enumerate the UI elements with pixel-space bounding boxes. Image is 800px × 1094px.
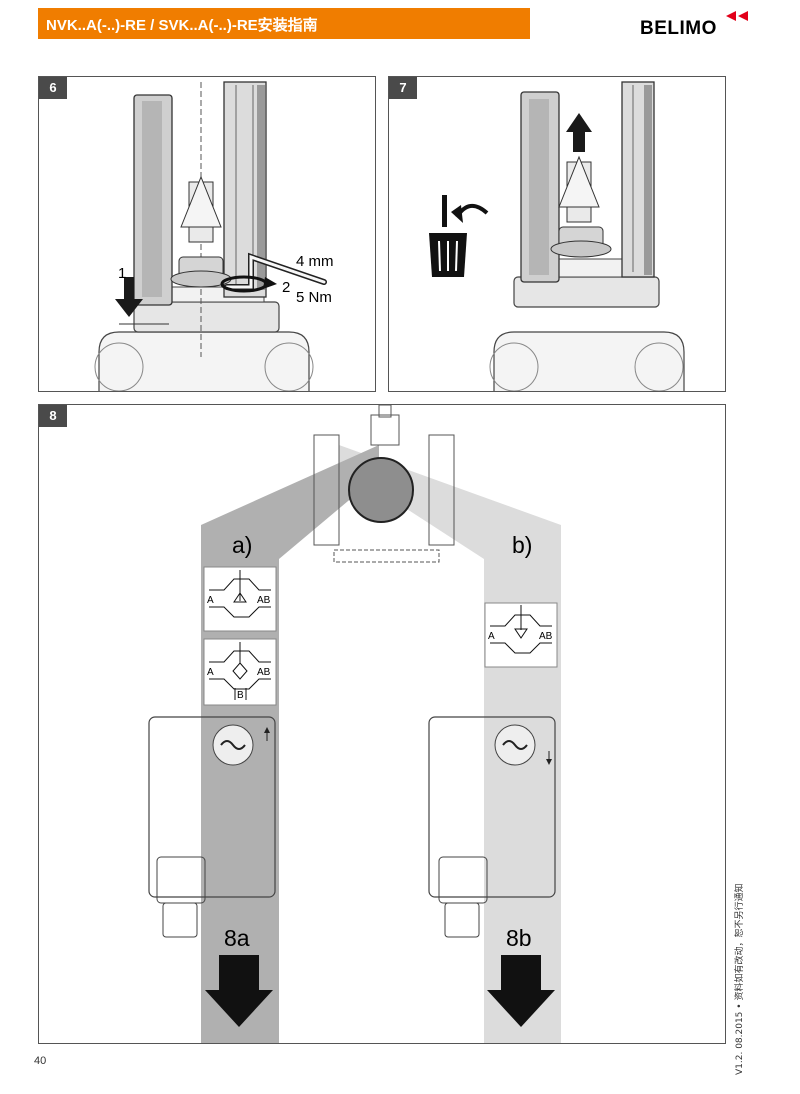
logo-mark-icon bbox=[726, 11, 748, 21]
step-6-illustration bbox=[94, 81, 327, 391]
step-7-illustration bbox=[429, 81, 685, 391]
torque-label: 5 Nm bbox=[296, 289, 332, 306]
page-number: 40 bbox=[34, 1055, 47, 1067]
belimo-logo: BELIMO bbox=[640, 8, 760, 39]
step-8-panel: 8 a) b) A AB A AB B A AB 8a 8b bbox=[38, 404, 726, 1044]
port-ab-label: AB bbox=[257, 667, 271, 678]
port-ab-label: AB bbox=[257, 595, 271, 606]
option-b-label: b) bbox=[512, 532, 533, 558]
step-6-panel: 6 1 2 4 mm 5 Nm bbox=[38, 76, 376, 392]
logo-text: BELIMO bbox=[640, 18, 717, 39]
port-b-label: B bbox=[237, 690, 244, 701]
header-bar: NVK..A(-..)-RE / SVK..A(-..)-RE安装指南 bbox=[38, 8, 530, 39]
step-7-panel: 7 bbox=[388, 76, 726, 392]
version-note: V1.2. 08.2015 • 资料如有改动，恕不另行通知 bbox=[735, 883, 745, 1075]
port-a-label: A bbox=[207, 667, 214, 678]
step-8-illustration bbox=[148, 405, 561, 1043]
port-ab-label: AB bbox=[539, 631, 553, 642]
page-title: NVK..A(-..)-RE / SVK..A(-..)-RE安装指南 bbox=[46, 17, 318, 34]
port-a-label: A bbox=[488, 631, 495, 642]
step-number-6: 6 bbox=[39, 77, 67, 99]
hex-key-size-label: 4 mm bbox=[296, 253, 334, 270]
port-a-label: A bbox=[207, 595, 214, 606]
callout-2-label: 2 bbox=[282, 279, 291, 296]
option-a-label: a) bbox=[232, 532, 253, 558]
mounting-8b-label: 8b bbox=[506, 925, 532, 951]
callout-1-label: 1 bbox=[118, 265, 127, 282]
step-number-7: 7 bbox=[389, 77, 417, 99]
step-number-8: 8 bbox=[39, 405, 67, 427]
mounting-8a-label: 8a bbox=[224, 925, 250, 951]
